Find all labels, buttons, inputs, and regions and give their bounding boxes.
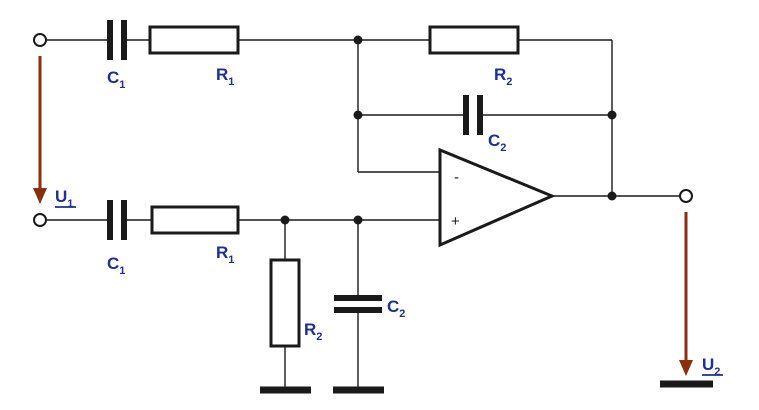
opamp-inverting-sign: - [454, 169, 459, 186]
label-c1-bottom: C1 [107, 254, 125, 277]
label-r2-shunt: R2 [304, 320, 322, 343]
resistor-r2-shunt [269, 258, 301, 348]
label-u2: U2 [702, 355, 723, 378]
input-terminal-top [33, 33, 47, 47]
label-c1-top: C1 [107, 68, 125, 91]
input-voltage-arrow [33, 56, 47, 204]
junction-dot [280, 215, 290, 225]
capacitor-c2-top [463, 95, 483, 135]
capacitor-c1-top [107, 20, 127, 60]
resistor-r2-top [428, 25, 520, 55]
label-r1-bottom: R1 [216, 243, 234, 266]
label-c2-shunt: C2 [387, 297, 405, 320]
junction-dot [607, 191, 617, 201]
junction-dot [607, 110, 617, 120]
junction-dot [353, 215, 363, 225]
label-u1: U1 [55, 187, 76, 210]
junction-dot [353, 110, 363, 120]
output-voltage-arrow [679, 212, 693, 376]
output-terminal [679, 189, 693, 203]
opamp-noninverting-sign: + [451, 213, 460, 230]
label-r1-top: R1 [216, 65, 234, 88]
resistor-r1-bottom [150, 205, 240, 235]
resistor-r1-top [148, 25, 240, 55]
capacitor-c1-bottom [107, 200, 127, 240]
capacitor-c2-shunt [334, 295, 382, 313]
label-r2-top: R2 [494, 65, 512, 88]
svg-text:U1: U1 [55, 187, 73, 210]
svg-text:U2: U2 [702, 355, 720, 378]
wires [46, 39, 680, 388]
label-c2-top: C2 [488, 131, 506, 154]
junction-dot [353, 35, 363, 45]
input-terminal-bottom [33, 213, 47, 227]
junctions [280, 35, 617, 225]
opamp-triangle [438, 147, 556, 248]
